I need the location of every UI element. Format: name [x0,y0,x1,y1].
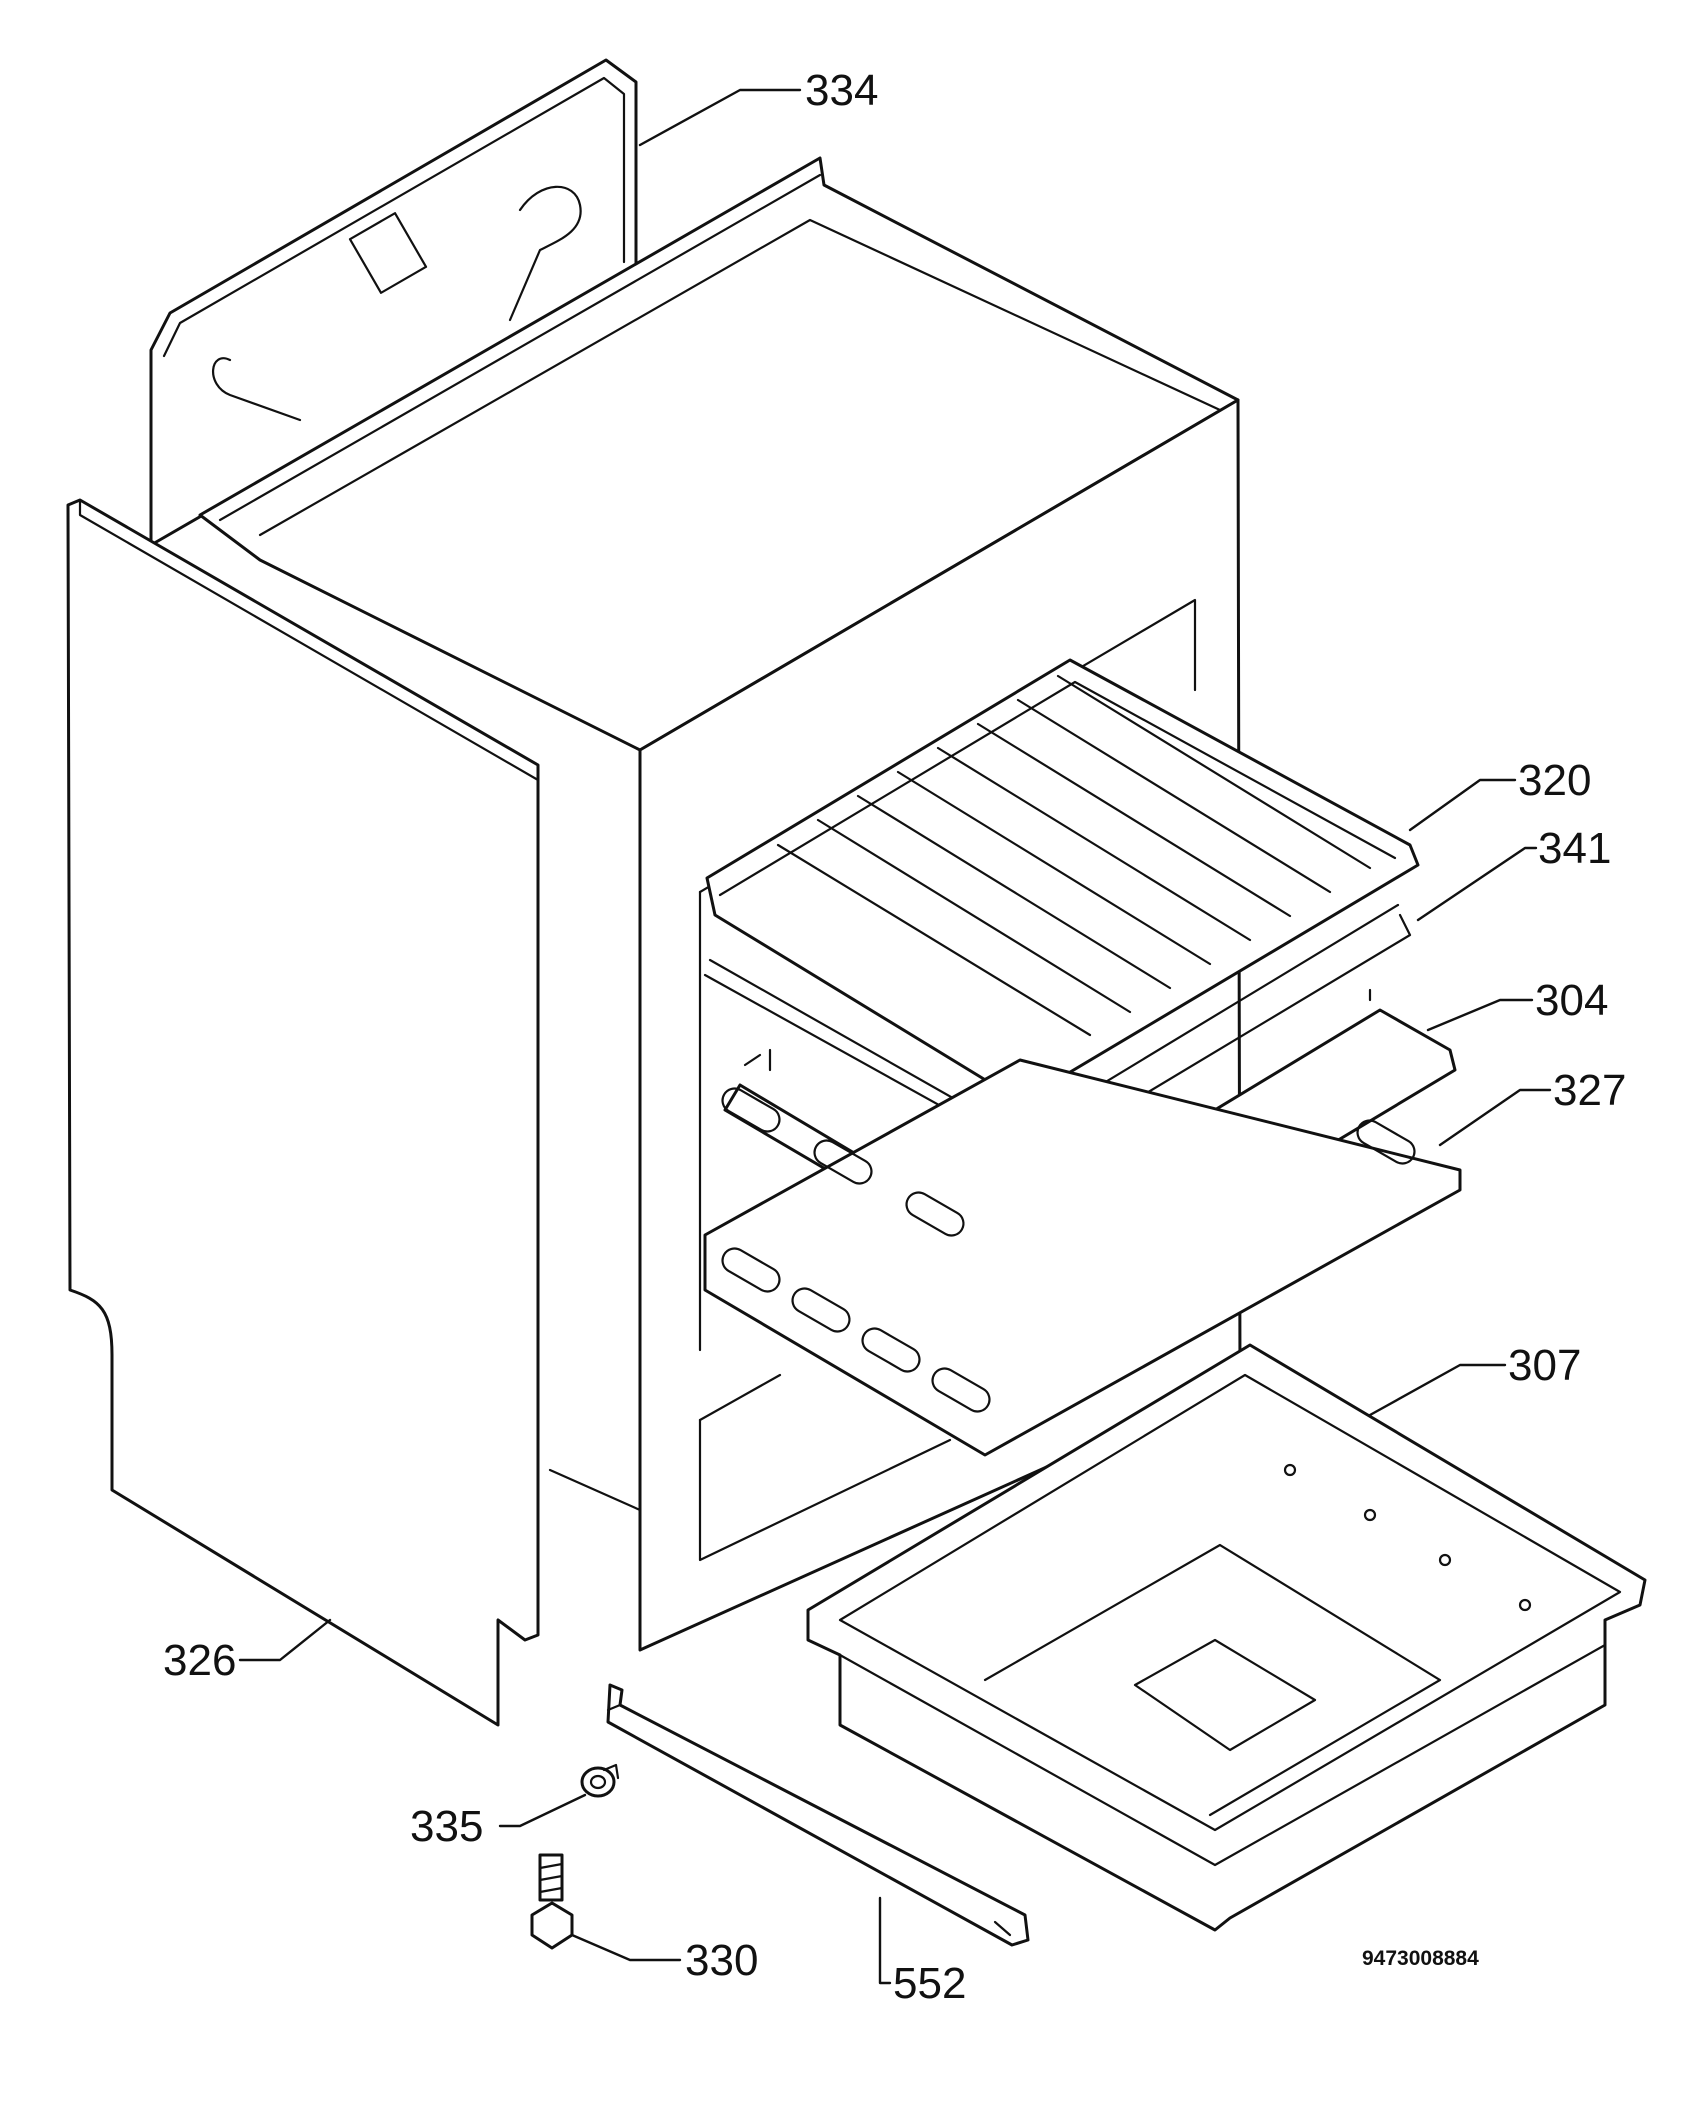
callout-327: 327 [1553,1066,1626,1115]
callout-320: 320 [1518,756,1591,805]
part-327-drip-tray [705,1060,1460,1455]
callout-307: 307 [1508,1341,1581,1390]
document-number: 9473008884 [1362,1947,1479,1970]
part-335-nut [582,1765,618,1796]
callout-330: 330 [685,1936,758,1985]
callout-304: 304 [1535,976,1608,1025]
leader-lines [240,90,1550,1983]
callout-326: 326 [163,1636,236,1685]
part-552-rail [608,1685,1028,1945]
callout-341: 341 [1538,824,1611,873]
callout-552: 552 [893,1959,966,2008]
part-326-side-panel [68,500,538,1725]
part-307-deep-pan [808,1345,1645,1930]
callout-335: 335 [410,1802,483,1851]
callout-334: 334 [805,66,878,115]
part-330-screw [532,1855,572,1948]
part-320-baking-tray [707,660,1418,1095]
callout-labels: 334 320 341 304 327 307 326 335 330 552 … [163,66,1626,2008]
